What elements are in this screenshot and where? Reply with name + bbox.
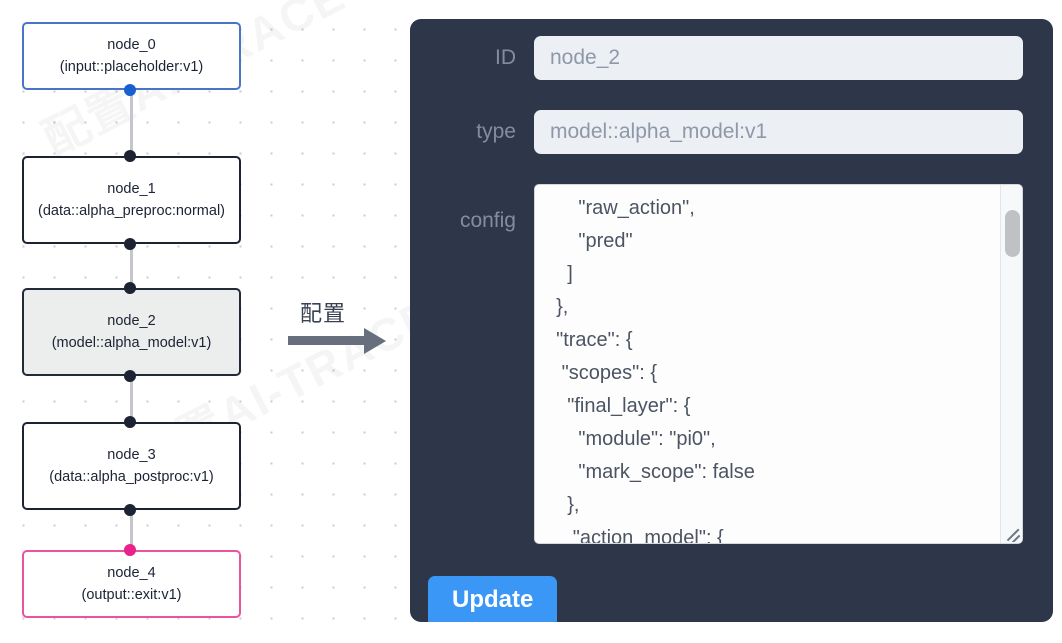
edge-node0-node1 — [130, 90, 133, 162]
resize-handle-icon[interactable] — [1001, 522, 1021, 542]
config-scrollbar-thumb[interactable] — [1005, 210, 1020, 257]
arrow-shaft — [288, 336, 366, 345]
node-config-panel: ID type config "raw_action", "pred" ] },… — [410, 19, 1053, 622]
transition-arrow-group: 配置 — [288, 296, 398, 366]
edge-node2-node3 — [130, 376, 133, 422]
config-scrollbar[interactable] — [1000, 185, 1022, 543]
graph-node-node_1[interactable]: node_1 (data::alpha_preproc:normal) — [22, 156, 241, 244]
type-input[interactable] — [534, 110, 1023, 154]
edge-node3-node4 — [130, 510, 133, 550]
graph-node-node_2[interactable]: node_2 (model::alpha_model:v1) — [22, 288, 241, 376]
config-textarea-wrap: "raw_action", "pred" ] }, "trace": { "sc… — [534, 184, 1023, 544]
port-node1-out[interactable] — [124, 238, 136, 250]
arrow-head-icon — [364, 328, 386, 354]
transition-label: 配置 — [300, 302, 347, 327]
id-label: ID — [495, 46, 516, 69]
node-subtitle: (input::placeholder:v1) — [59, 59, 204, 75]
graph-node-node_4[interactable]: node_4 (output::exit:v1) — [22, 550, 241, 618]
port-node0-out[interactable] — [124, 84, 136, 96]
graph-node-node_3[interactable]: node_3 (data::alpha_postproc:v1) — [22, 422, 241, 510]
node-subtitle: (model::alpha_model:v1) — [51, 335, 212, 351]
graph-node-node_0[interactable]: node_0 (input::placeholder:v1) — [22, 22, 241, 90]
node-subtitle: (output::exit:v1) — [81, 587, 182, 603]
node-title: node_2 — [107, 313, 156, 329]
node-title: node_1 — [107, 181, 156, 197]
type-label: type — [476, 120, 516, 143]
update-button[interactable]: Update — [428, 576, 558, 622]
node-graph: node_0 (input::placeholder:v1) node_1 (d… — [0, 0, 400, 643]
port-node3-in[interactable] — [124, 416, 136, 428]
field-row-type: type — [410, 110, 1053, 154]
field-row-config: config "raw_action", "pred" ] }, "trace"… — [410, 184, 1053, 544]
node-subtitle: (data::alpha_postproc:v1) — [49, 469, 214, 485]
field-row-id: ID — [410, 36, 1053, 80]
edge-node1-node2 — [130, 244, 133, 306]
port-node2-out[interactable] — [124, 370, 136, 382]
node-subtitle: (data::alpha_preproc:normal) — [38, 203, 225, 219]
config-label: config — [459, 209, 516, 232]
node-title: node_4 — [107, 565, 156, 581]
id-input[interactable] — [534, 36, 1023, 80]
port-node4-in[interactable] — [124, 544, 136, 556]
config-textarea[interactable]: "raw_action", "pred" ] }, "trace": { "sc… — [534, 184, 1023, 544]
node-title: node_0 — [107, 37, 156, 53]
port-node2-in[interactable] — [124, 282, 136, 294]
port-node1-in[interactable] — [124, 150, 136, 162]
port-node3-out[interactable] — [124, 504, 136, 516]
node-title: node_3 — [107, 447, 156, 463]
